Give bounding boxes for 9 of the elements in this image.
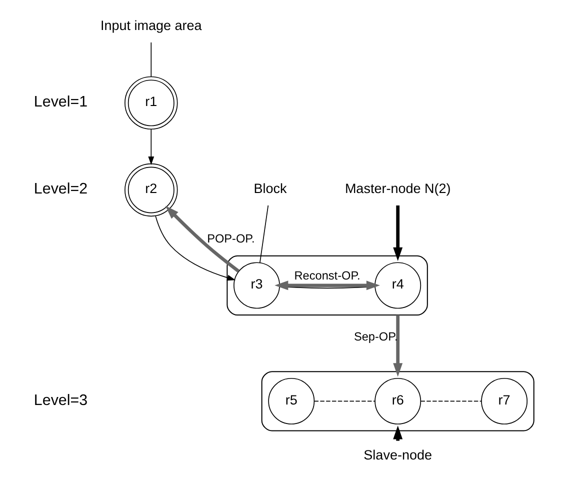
node-text: Slave-node <box>364 447 432 462</box>
node-text: Block <box>254 181 287 196</box>
node-text: Master-node N(2) <box>344 181 451 196</box>
label: Level=2 <box>34 180 88 198</box>
node-text: Input image area <box>100 18 202 34</box>
label: Level=3 <box>34 392 88 409</box>
edge-label: POP-OP. <box>207 232 255 246</box>
edge-label: Reconst-OP. <box>294 268 360 283</box>
label: Level=1 <box>34 94 88 111</box>
